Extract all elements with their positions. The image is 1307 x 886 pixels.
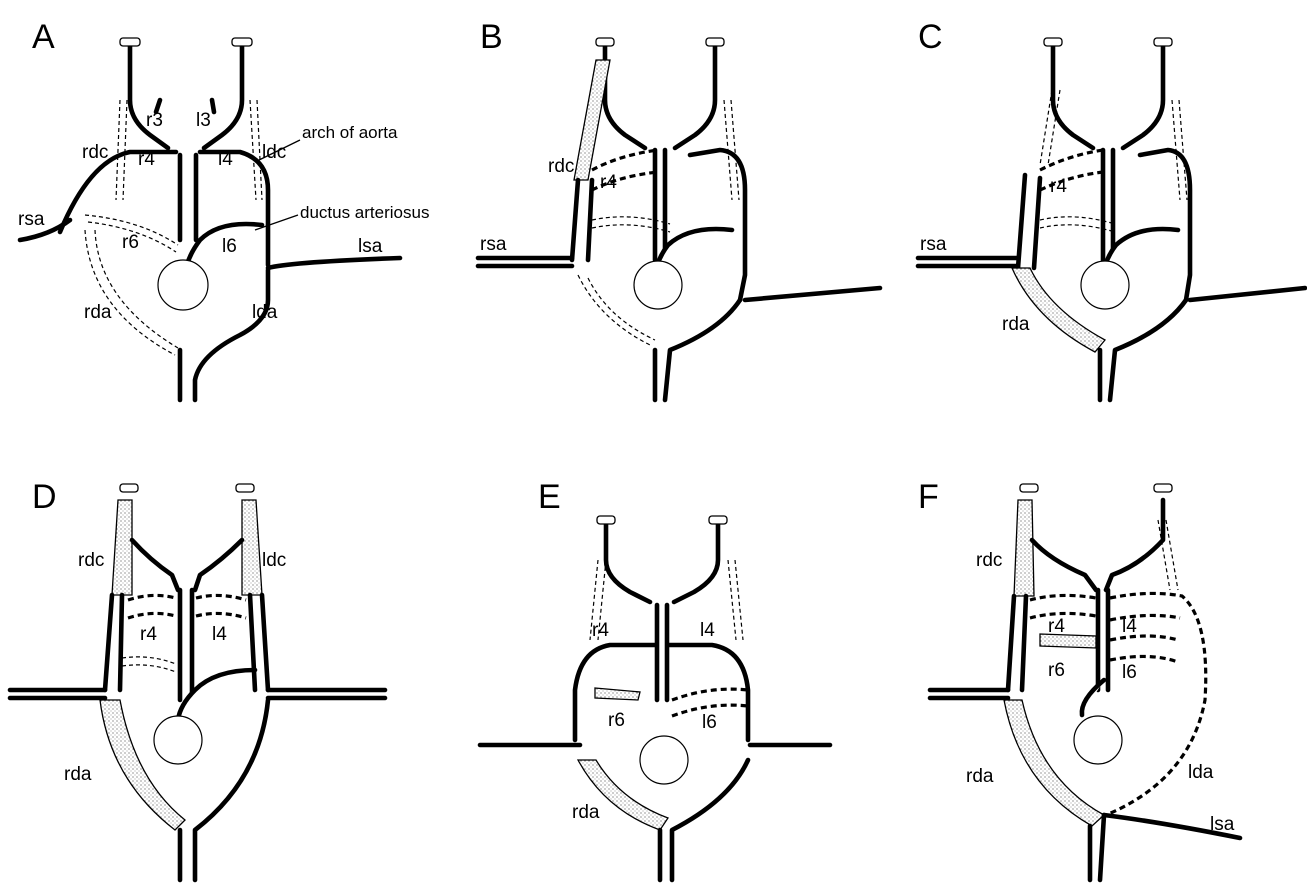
- panel-letter-b: B: [480, 18, 503, 56]
- label-lsa: lsa: [358, 236, 383, 257]
- right-subclavian-b: [478, 258, 572, 266]
- label-lda: lda: [252, 302, 278, 323]
- heart-a: [158, 260, 208, 310]
- label-l6: l6: [222, 236, 237, 257]
- label-rdc-b: rdc: [548, 156, 574, 177]
- label-l4-e: l4: [700, 620, 715, 641]
- label-ldc-d: ldc: [262, 550, 286, 571]
- label-r3: r3: [146, 110, 163, 131]
- label-r4: r4: [138, 149, 155, 170]
- panel-b: B rdc r4 rsa: [478, 18, 880, 400]
- label-l4-d: l4: [212, 624, 227, 645]
- panel-a: A rdc r3 l3 ldc r4 l4: [18, 18, 429, 400]
- label-ductus-arteriosus: ductus arteriosus: [300, 203, 429, 222]
- label-r4-b: r4: [600, 172, 617, 193]
- label-r4-c: r4: [1050, 176, 1067, 197]
- label-rsa-c: rsa: [920, 234, 947, 255]
- r6-stipple-e: [595, 688, 640, 700]
- left-subclavian: [268, 258, 400, 268]
- rdc-stipple-d: [112, 500, 132, 595]
- label-lda-f: lda: [1188, 762, 1214, 783]
- label-rsa-b: rsa: [480, 234, 507, 255]
- panel-d: D rdc ldc r4 l4 rda: [10, 478, 385, 880]
- label-r6: r6: [122, 232, 139, 253]
- label-rdc-f: rdc: [976, 550, 1002, 571]
- panel-letter-d: D: [32, 478, 57, 516]
- panel-f: F rdc r4 l4 r6 l6 rda lda lsa: [918, 478, 1240, 880]
- panel-letter-c: C: [918, 18, 943, 56]
- r4-regressed-d: [128, 595, 176, 618]
- label-rda-f: rda: [966, 766, 994, 787]
- panel-letter-f: F: [918, 478, 939, 516]
- label-l6-f: l6: [1122, 662, 1137, 683]
- label-l6-e: l6: [702, 712, 717, 733]
- right-carotid: [130, 42, 168, 148]
- label-rda-d: rda: [64, 764, 92, 785]
- label-rdc-d: rdc: [78, 550, 104, 571]
- label-l4-f: l4: [1122, 616, 1137, 637]
- ldc-stipple-d: [242, 500, 262, 595]
- panel-letter-a: A: [32, 18, 55, 56]
- label-rdc: rdc: [82, 142, 108, 163]
- rdc-stipple-f: [1014, 500, 1034, 596]
- label-r6-f: r6: [1048, 660, 1065, 681]
- label-lsa-f: lsa: [1210, 814, 1235, 835]
- label-l4: l4: [218, 149, 233, 170]
- left-carotid: [204, 42, 242, 148]
- panel-letter-e: E: [538, 478, 561, 516]
- label-rsa: rsa: [18, 209, 45, 230]
- panel-c: C r4 rsa rda: [918, 18, 1305, 400]
- label-rda-e: rda: [572, 802, 600, 823]
- label-rda: rda: [84, 302, 112, 323]
- label-r4-f: r4: [1048, 616, 1065, 637]
- label-r4-d: r4: [140, 624, 157, 645]
- label-l3: l3: [196, 110, 211, 131]
- label-rda-c: rda: [1002, 314, 1030, 335]
- label-arch-of-aorta: arch of aorta: [302, 123, 398, 142]
- label-r4-e: r4: [592, 620, 609, 641]
- panel-e: E r4 l4 r6 l6 rda: [480, 478, 830, 880]
- rdc-persisting-stipple: [574, 60, 610, 180]
- label-r6-e: r6: [608, 710, 625, 731]
